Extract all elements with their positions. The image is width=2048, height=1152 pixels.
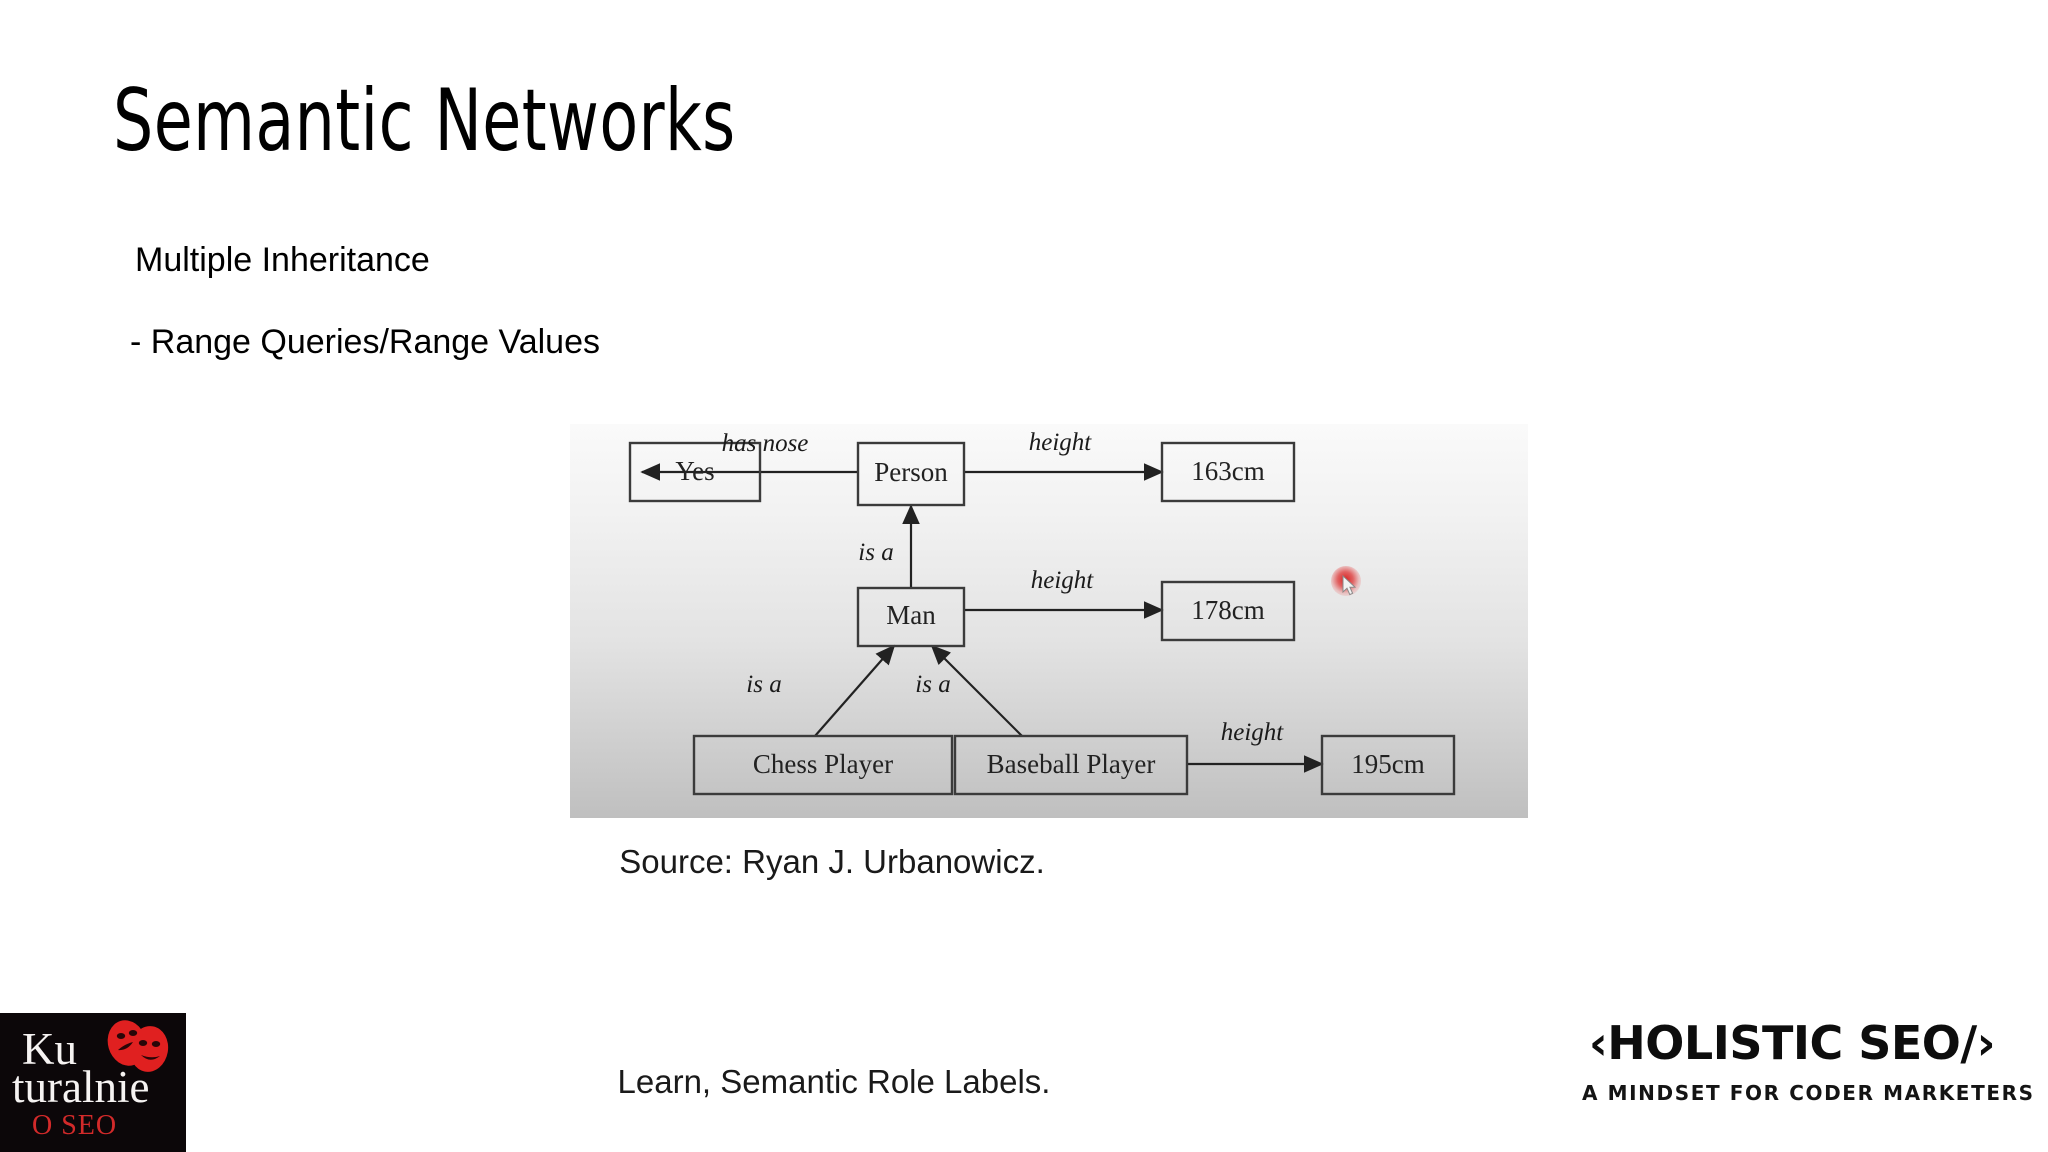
bottom-caption: Learn, Semantic Role Labels. bbox=[0, 1063, 2048, 1101]
mouse-pointer-icon bbox=[1342, 575, 1357, 596]
node-person: Person bbox=[856, 441, 966, 507]
page-title: Semantic Networks bbox=[113, 71, 736, 171]
body-line-range-queries: - Range Queries/Range Values bbox=[130, 323, 600, 361]
holistic-seo-logo: ‹HOLISTIC SEO/› A MINDSET FOR CODER MARK… bbox=[1582, 1016, 2035, 1128]
kulturalnie-logo: Ku turalnie O SEO bbox=[0, 1013, 186, 1152]
theater-masks-icon bbox=[107, 1020, 169, 1072]
cursor-click-marker bbox=[1331, 566, 1367, 602]
kulturalnie-line2: turalnie bbox=[12, 1062, 150, 1112]
edge-label-has-nose: has nose bbox=[722, 430, 809, 457]
body-line-multiple-inheritance: Multiple Inheritance bbox=[135, 241, 430, 279]
node-chess-player: Chess Player bbox=[692, 734, 954, 796]
node-person-label: Person bbox=[874, 457, 948, 487]
node-baseball-player-label: Baseball Player bbox=[987, 749, 1156, 779]
edge-baseball-is-a-man bbox=[930, 644, 1023, 737]
edge-chess-is-a-man bbox=[814, 644, 896, 737]
node-height-195: 195cm bbox=[1320, 734, 1456, 796]
holistic-seo-wordmark: ‹HOLISTIC SEO/› bbox=[1588, 1016, 1996, 1070]
holistic-seo-tagline: A MINDSET FOR CODER MARKETERS bbox=[1582, 1081, 2035, 1105]
node-height-163: 163cm bbox=[1160, 441, 1296, 503]
edge-label-height-person: height bbox=[1029, 429, 1093, 456]
node-chess-player-label: Chess Player bbox=[753, 749, 893, 779]
edge-label-is-a-man-person: is a bbox=[858, 539, 893, 566]
node-yes: Yes bbox=[628, 441, 762, 503]
edge-label-is-a-chess: is a bbox=[746, 671, 781, 698]
kulturalnie-line1: Ku bbox=[22, 1024, 77, 1074]
kulturalnie-line3: O SEO bbox=[32, 1110, 118, 1141]
node-baseball-player: Baseball Player bbox=[953, 734, 1189, 796]
edge-label-is-a-baseball: is a bbox=[915, 671, 950, 698]
edge-label-height-baseball: height bbox=[1221, 719, 1285, 746]
source-caption-text: Source: Ryan J. Urbanowicz. bbox=[619, 843, 1045, 880]
node-man: Man bbox=[856, 586, 966, 648]
diagram-svg: Yes Person 163cm Man 178cm Chess Player … bbox=[628, 429, 1456, 796]
semantic-network-diagram: Yes Person 163cm Man 178cm Chess Player … bbox=[570, 424, 1528, 818]
node-178cm-label: 178cm bbox=[1191, 595, 1265, 625]
bottom-caption-text: Learn, Semantic Role Labels. bbox=[617, 1063, 1051, 1100]
source-caption: Source: Ryan J. Urbanowicz. bbox=[0, 843, 2048, 881]
node-yes-label: Yes bbox=[675, 456, 714, 486]
node-163cm-label: 163cm bbox=[1191, 456, 1265, 486]
node-man-label: Man bbox=[886, 600, 936, 630]
node-195cm-label: 195cm bbox=[1351, 749, 1425, 779]
node-height-178: 178cm bbox=[1160, 580, 1296, 642]
edge-label-height-man: height bbox=[1031, 567, 1095, 594]
